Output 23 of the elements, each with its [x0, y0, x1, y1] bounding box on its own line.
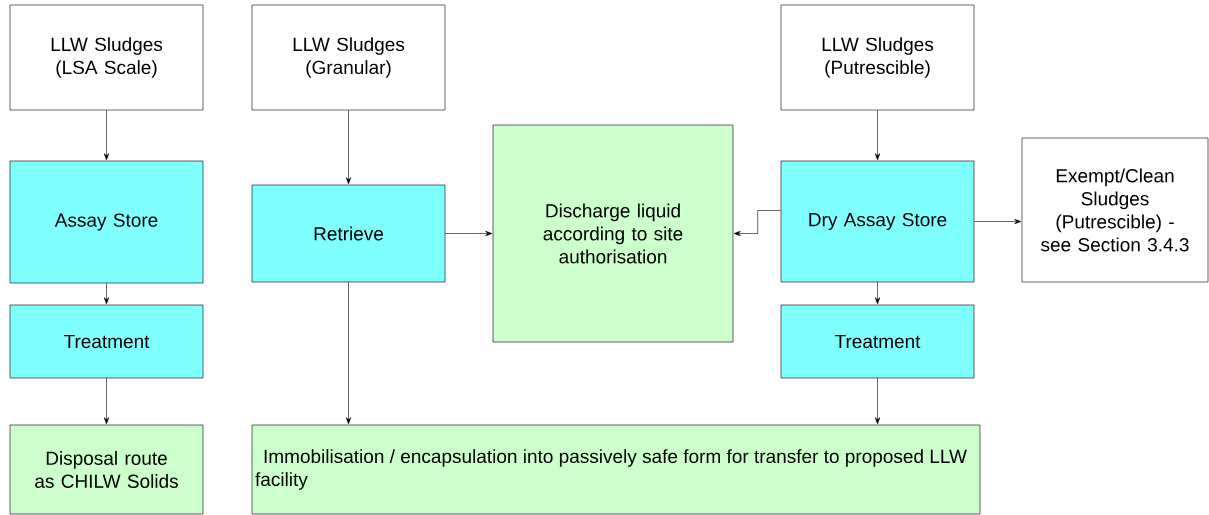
arrow — [103, 378, 110, 425]
process-box: Treatment — [780, 304, 975, 379]
outcome-box: Exempt/Clean Sludges (Putrescible) - see Section 3.4.3 — [1021, 137, 1209, 283]
arrow — [445, 230, 493, 237]
source-box: LLW Sludges (LSA Scale) — [9, 4, 204, 111]
arrow — [345, 110, 352, 185]
arrow — [874, 282, 881, 305]
process-box: Dry Assay Store — [780, 160, 975, 283]
process-box: Treatment — [9, 304, 204, 379]
arrow — [874, 378, 881, 425]
process-box: Assay Store — [9, 160, 204, 284]
arrow — [103, 283, 110, 305]
process-box: Retrieve — [251, 184, 446, 283]
arrow — [733, 210, 781, 237]
arrow — [345, 282, 352, 425]
arrow — [103, 110, 110, 161]
arrow — [974, 218, 1022, 225]
source-box: LLW Sludges (Granular) — [251, 4, 446, 111]
source-box: LLW Sludges (Putrescible) — [780, 4, 975, 111]
outcome-box: Discharge liquid according to site authorisation — [492, 124, 734, 343]
outcome-box: Disposal route as CHILW Solids — [9, 424, 204, 515]
outcome-box: Immobilisation / encapsulation into passively safe form for transfer to proposed LLW facility — [251, 424, 981, 515]
arrow — [874, 110, 881, 161]
